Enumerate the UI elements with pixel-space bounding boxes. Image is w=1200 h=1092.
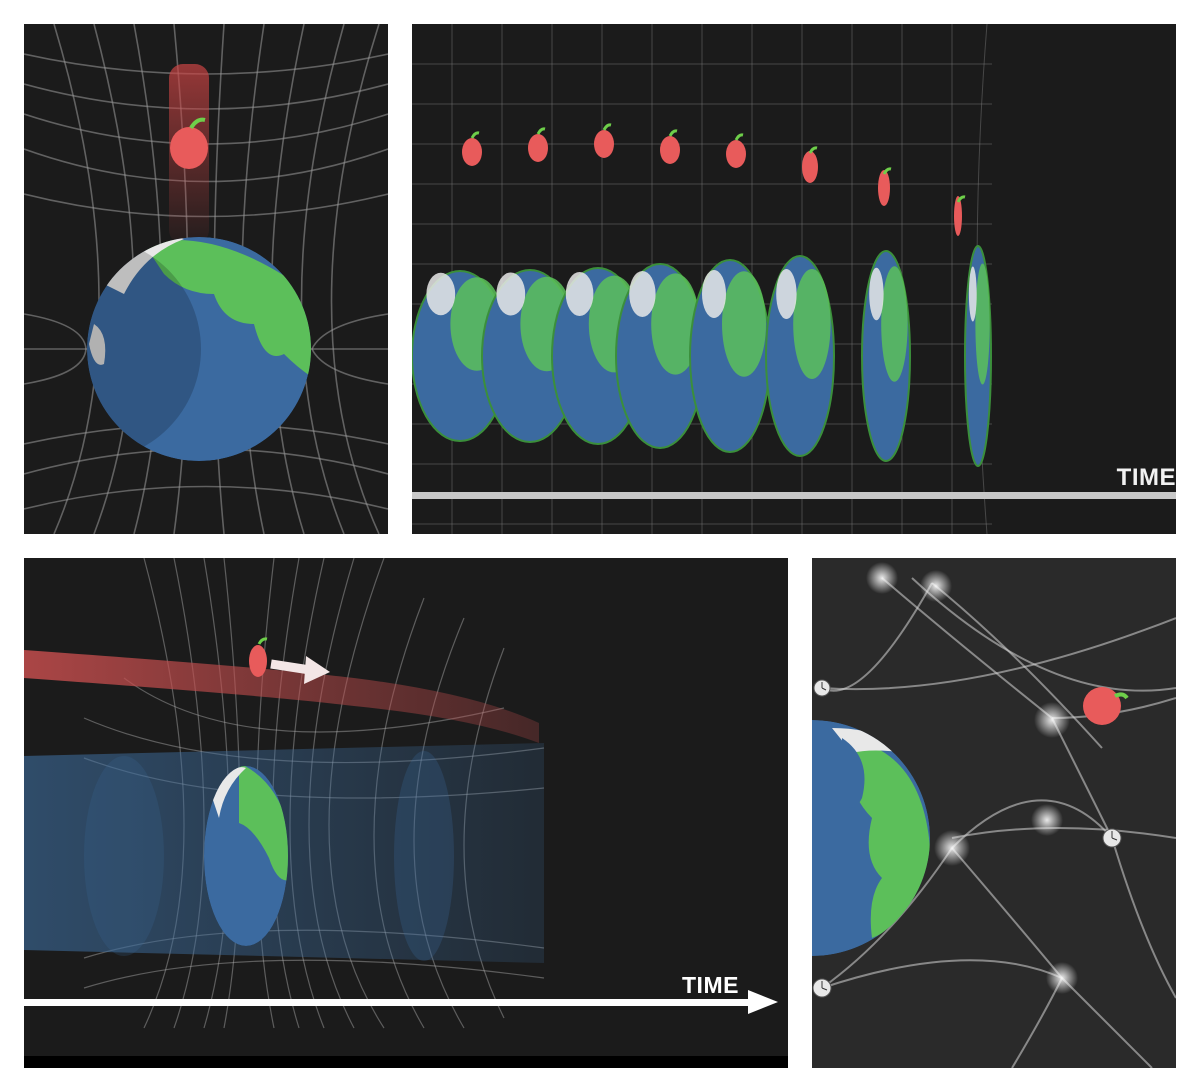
apple-icon xyxy=(954,195,966,236)
apple-icon xyxy=(878,167,892,206)
time-axis-label: TIME xyxy=(682,972,739,998)
apple-icon xyxy=(660,129,680,164)
spacetime-illustration xyxy=(24,24,388,534)
network-nodes xyxy=(866,562,1078,994)
earth-globe xyxy=(204,766,288,946)
earth-globe xyxy=(861,250,911,462)
time-sequence-illustration xyxy=(412,24,1176,534)
panel-clock-network xyxy=(812,558,1176,1068)
clock-icon xyxy=(812,679,1122,998)
worldline-illustration xyxy=(24,558,788,1068)
apple-icon xyxy=(726,133,746,168)
panel-worldline-time: TIME xyxy=(24,558,788,1068)
grid-lines xyxy=(412,24,992,534)
apple-icon xyxy=(594,123,614,158)
time-axis-label: TIME xyxy=(1116,464,1176,491)
earth-globe xyxy=(481,269,579,443)
earth-globe xyxy=(812,720,930,956)
earth-globe xyxy=(615,263,705,449)
time-axis-bar xyxy=(412,492,1176,499)
apple-icon xyxy=(249,637,268,677)
clock-network-illustration xyxy=(812,562,1176,1068)
earth-globe xyxy=(689,259,771,453)
earth-globe xyxy=(964,245,992,467)
earth-globe xyxy=(765,255,835,457)
apple-icon xyxy=(802,146,818,183)
apple-icon xyxy=(170,117,208,169)
panel-earth-curved-spacetime xyxy=(24,24,388,534)
apple-icon xyxy=(528,127,548,162)
apple-icon xyxy=(1083,687,1129,725)
direction-arrow-icon xyxy=(270,656,330,684)
panel-earth-time-sequence: TIME xyxy=(412,24,1176,534)
time-arrow xyxy=(24,990,778,1014)
apple-worldline xyxy=(24,650,539,743)
apple-icon xyxy=(462,131,482,166)
